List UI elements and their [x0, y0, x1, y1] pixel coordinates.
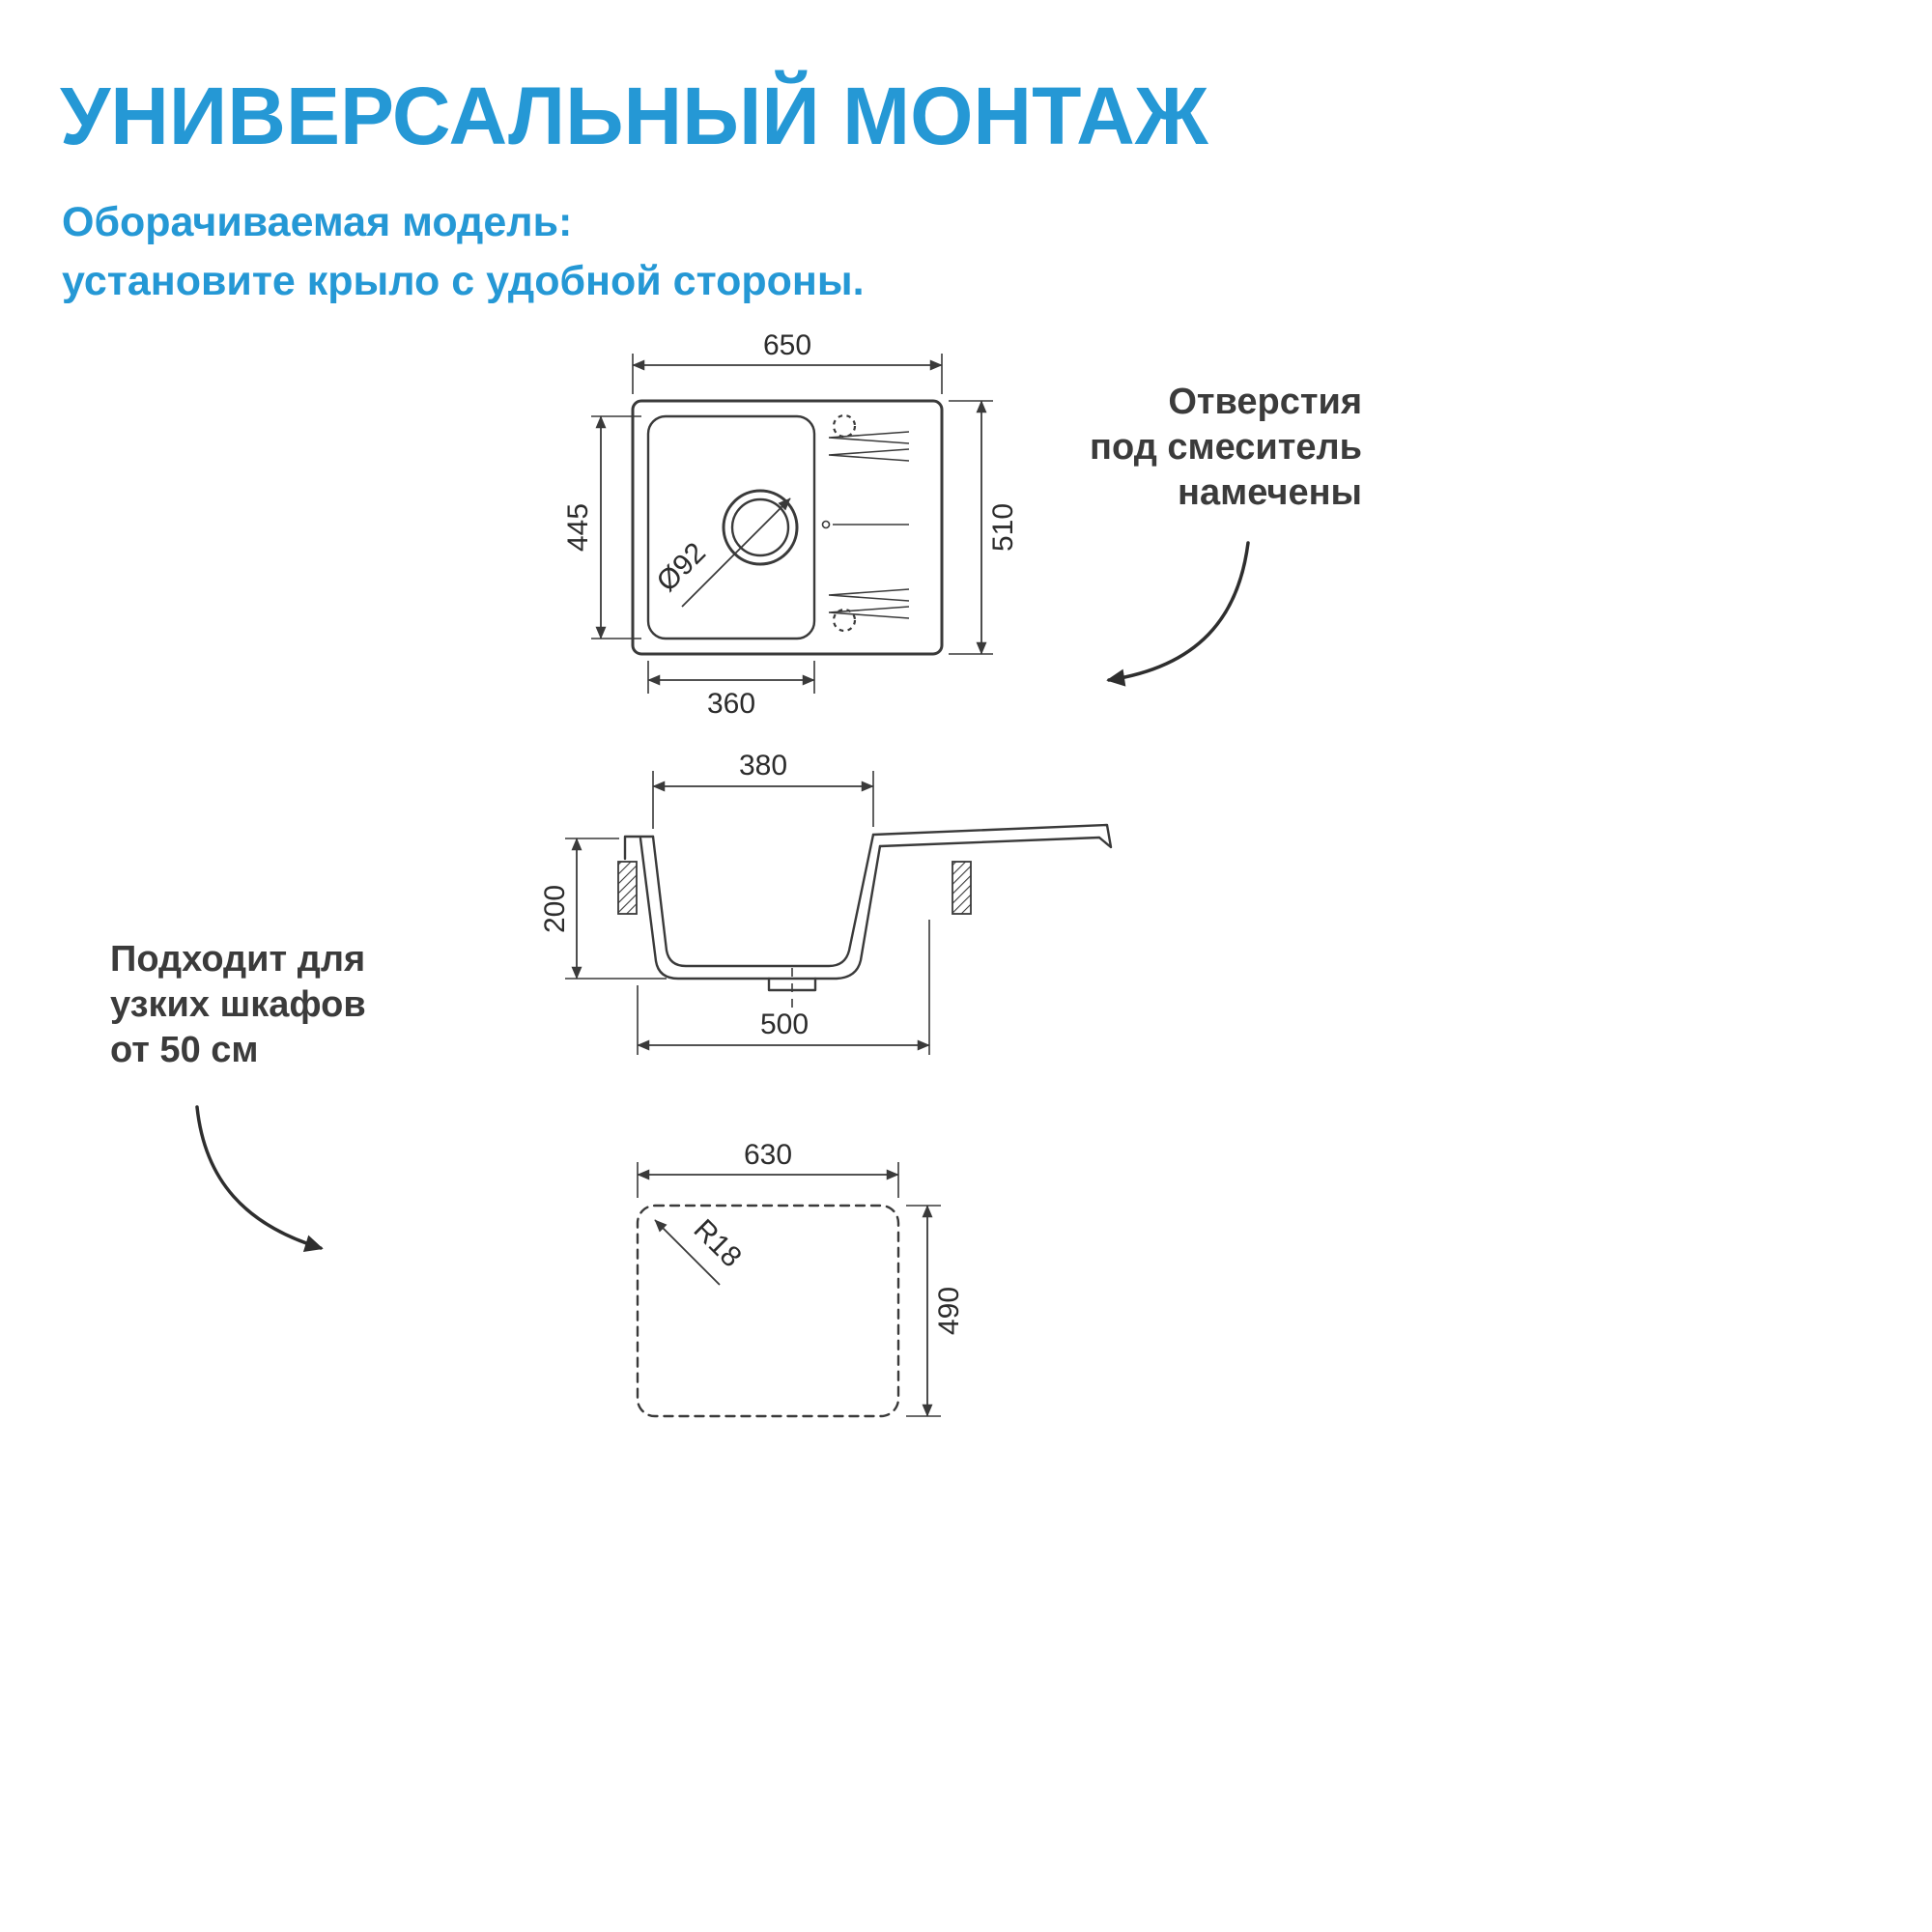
top-view-drawing: Ø92 650 510 445 360: [562, 329, 1019, 720]
faucet-hole-mark-top: [832, 413, 857, 439]
faucet-hole-mark-bottom: [832, 608, 857, 633]
cabinet-note-line-2: узких шкафов: [110, 984, 366, 1026]
side-view-drawing: 380 200 500: [539, 750, 1113, 1055]
dim-510-label: 510: [987, 503, 1019, 552]
dim-200-extensions: [565, 838, 667, 980]
drainboard-grooves: [821, 431, 910, 619]
page-subtitle: Оборачиваемая модель: установите крыло с…: [62, 193, 865, 311]
left-rim-lip: [623, 835, 655, 861]
faucet-note-line-1: Отверстия: [1168, 382, 1362, 422]
cutout-outline: [636, 1204, 900, 1418]
bowl-outer-wall: [639, 837, 882, 980]
mounting-clip-left: [617, 861, 638, 915]
drain-diameter-leader: [681, 497, 791, 608]
dim-490-label: 490: [933, 1287, 965, 1335]
bowl-inner-wall: [651, 833, 875, 968]
faucet-holes-note: Отверстия под смеситель намечены: [1014, 380, 1362, 516]
dim-200-label: 200: [539, 885, 571, 933]
dim-drain-diameter-label: Ø92: [651, 537, 712, 598]
cabinet-note-line-1: Подходит для: [110, 939, 366, 980]
mounting-clip-right: [952, 861, 972, 915]
faucet-note-line-2: под смеситель: [1090, 427, 1362, 469]
dim-500-label: 500: [760, 1009, 809, 1040]
drain-outer-circle: [722, 489, 799, 566]
dim-630-extensions: [637, 1162, 899, 1198]
dim-380-label: 380: [739, 750, 787, 781]
subtitle-line-1: Оборачиваемая модель:: [62, 199, 573, 245]
dim-380-extensions: [652, 771, 874, 829]
cabinet-note-arrow: [195, 1105, 324, 1252]
corner-radius-leader: [654, 1219, 721, 1286]
cutout-view-drawing: 630 490 R18: [636, 1139, 965, 1418]
bowl-outline: [646, 414, 816, 640]
drain-inner-circle: [730, 497, 790, 557]
dim-r18-label: R18: [688, 1213, 748, 1273]
dim-360-label: 360: [707, 688, 755, 720]
cabinet-note: Подходит для узких шкафов от 50 см: [110, 937, 458, 1073]
sink-outline: [631, 399, 944, 656]
page-title: УНИВЕРСАЛЬНЫЙ МОНТАЖ: [60, 71, 1208, 161]
faucet-note-arrow: [1106, 541, 1250, 687]
drainboard-profile: [871, 823, 1113, 849]
subtitle-line-2: установите крыло с удобной стороны.: [62, 258, 865, 305]
cabinet-note-line-3: от 50 см: [110, 1030, 259, 1071]
dim-650-label: 650: [763, 329, 811, 361]
dim-445-label: 445: [562, 503, 594, 552]
dim-630-label: 630: [744, 1139, 792, 1171]
faucet-note-line-3: намечены: [1178, 472, 1362, 514]
